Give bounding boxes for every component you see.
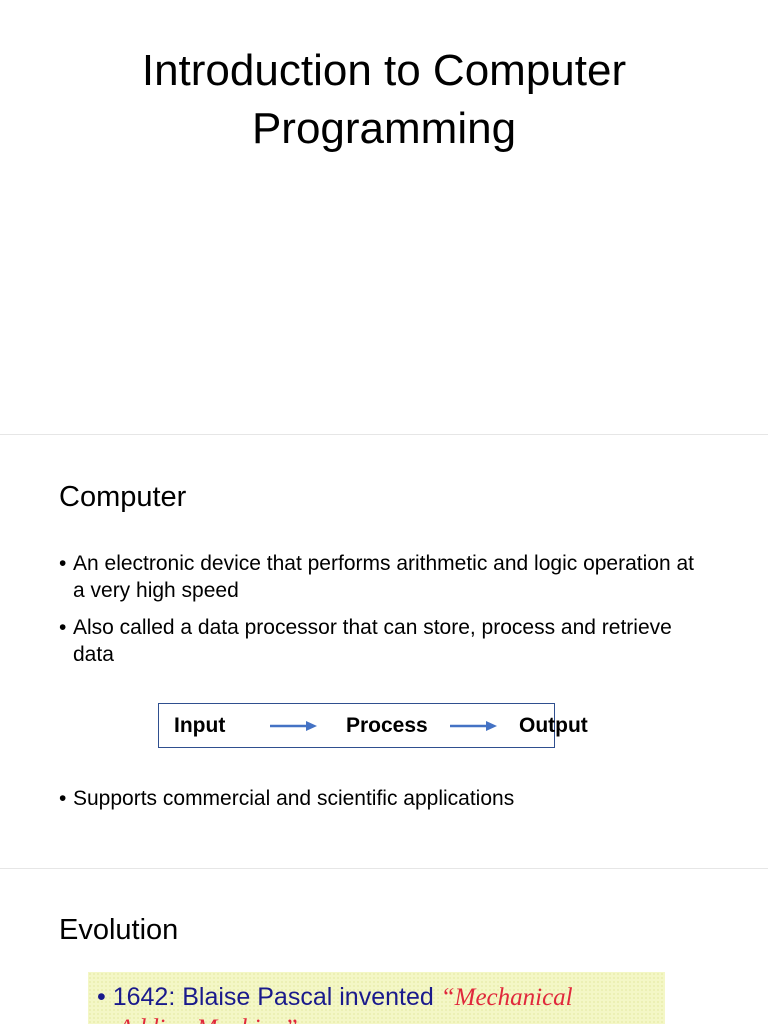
list-item: •Supports commercial and scientific appl…: [59, 787, 515, 810]
computer-bullet-list-2: •Supports commercial and scientific appl…: [59, 785, 699, 822]
slide-divider: [0, 434, 768, 435]
title-slide: Introduction to Computer Programming: [0, 0, 768, 434]
bullet-dot: •: [59, 616, 67, 639]
list-item: •An electronic device that performs arit…: [59, 552, 694, 602]
computer-bullet-list: •An electronic device that performs arit…: [59, 550, 699, 678]
evolution-image-box: • 1642: Blaise Pascal invented “Mechanic…: [88, 972, 665, 1024]
title-line-1: Introduction to Computer: [141, 46, 627, 95]
slide-divider: [0, 868, 768, 869]
title-line-2: Programming: [251, 104, 517, 153]
computer-heading: Computer: [59, 481, 187, 513]
evolution-item: • 1642: Blaise Pascal invented “Mechanic…: [97, 982, 573, 1013]
flow-output-label: Output: [519, 714, 588, 737]
arrow-right-icon: [450, 721, 497, 731]
evolution-item-text: 1642: Blaise Pascal invented: [112, 983, 441, 1011]
evolution-heading: Evolution: [59, 914, 179, 946]
presentation-title: Introduction to Computer Programming: [0, 42, 768, 158]
flow-process-label: Process: [346, 714, 428, 737]
bullet-dot: •: [59, 787, 67, 810]
bullet-dot: •: [59, 552, 67, 575]
input-process-output-diagram: Input Process Output: [158, 703, 588, 748]
list-item: •Also called a data processor that can s…: [59, 616, 672, 666]
arrow-right-icon: [270, 721, 317, 731]
flow-input-label: Input: [174, 714, 226, 737]
bullet-dot: •: [97, 983, 106, 1011]
evolution-item-emphasis: “Mechanical: [440, 984, 573, 1011]
evolution-item-emphasis-cont: Adding Machine”: [118, 1014, 298, 1024]
